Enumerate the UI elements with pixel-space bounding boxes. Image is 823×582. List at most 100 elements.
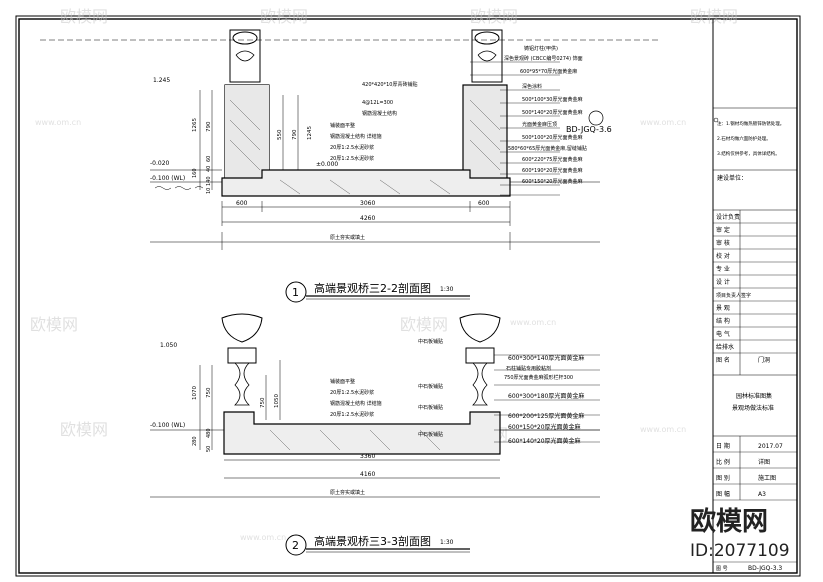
title-note: 3.结构仅供参考，具体详结构。: [717, 150, 780, 157]
dim-text: 790: [292, 129, 298, 140]
level-label: 1.050: [160, 342, 177, 349]
row-label: 审 核: [716, 239, 730, 247]
date-value: 2017.07: [758, 443, 783, 450]
note: 600*150*20厚光面黄金麻: [508, 423, 581, 431]
note: 500*100*30厚光面黄金麻: [522, 96, 582, 103]
dim-text: 3060: [360, 200, 375, 207]
watermark: 欧模网: [60, 420, 108, 439]
deck-slab: [223, 411, 501, 455]
brand-logo: 欧模网: [690, 506, 768, 537]
dim-text: 140: [206, 176, 212, 186]
inner-frame: [18, 18, 798, 574]
watermark: 欧模网: [470, 7, 518, 26]
section-bubble: [285, 534, 307, 556]
note: 600*150*20厚光面黄金麻: [522, 178, 582, 185]
left-baluster: [234, 362, 250, 406]
watermark-site: www.om.cn: [240, 533, 286, 542]
dim-text: 50: [206, 446, 212, 452]
section-bubble: [285, 281, 307, 303]
dim-text: 480: [206, 428, 212, 438]
row-label: 专 业: [716, 265, 730, 273]
row-value: 门洞: [758, 356, 770, 364]
project-name: 园林标准图集: [736, 392, 772, 400]
title-note: 2.石材均做六面防护处理。: [717, 135, 771, 142]
note: 光面黄金麻压顶: [522, 121, 557, 128]
watermark: 欧模网: [30, 315, 78, 334]
project-sub: 景观场做法标准: [732, 404, 774, 412]
client-label: 建设单位：: [717, 174, 747, 182]
level-label: -0.020: [150, 160, 170, 167]
row-label: 设 计: [716, 278, 730, 286]
dim-text: 550: [277, 129, 283, 140]
leader-lines: [470, 61, 560, 196]
note: 中石板铺贴: [418, 431, 443, 438]
watermark-layer: 欧模网 欧模网 欧模网 欧模网 www.om.cn www.om.cn 欧模网 …: [30, 7, 738, 542]
level-label: 1.245: [153, 77, 170, 84]
right-ornament: [477, 50, 497, 62]
dim-text: 1070: [192, 386, 198, 400]
size-label: 图 幅: [716, 490, 730, 498]
note: 石柱铺贴专用胶粘剂: [506, 365, 551, 372]
watermark: 欧模网: [690, 7, 738, 26]
right-urn: [459, 313, 501, 343]
note: 4@12L=300: [362, 100, 393, 106]
title-block: [712, 19, 797, 573]
stage-value: 施工图: [758, 474, 776, 482]
section-scale: 1:30: [440, 539, 454, 546]
title-note: 注：1.钢材均做热镀锌防锈处理。: [717, 120, 784, 127]
drawing-no: BD-JGQ-3.3: [748, 565, 782, 572]
scale-value: 详图: [758, 458, 770, 466]
note: 600*220*75厚光面黄金麻: [522, 156, 582, 163]
right-lamp-head: [474, 31, 500, 45]
dim-text: 750: [260, 397, 266, 408]
water-symbol: [154, 186, 204, 190]
section-number: 1: [292, 286, 299, 299]
dim-text: 600: [236, 200, 248, 207]
watermark-site: www.om.cn: [35, 118, 81, 127]
note: 20厚1:2.5水泥砂浆: [330, 389, 374, 396]
dim-text: 3360: [360, 453, 375, 460]
note: 500*140*20厚光面黄金麻: [522, 109, 582, 116]
dim-text: 1050: [274, 394, 280, 408]
row-label: 审 定: [716, 226, 730, 234]
size-value: A3: [758, 491, 766, 498]
watermark-site: www.om.cn: [640, 118, 686, 127]
dim-text: 600: [478, 200, 490, 207]
note: 铺装面平整: [330, 122, 355, 129]
brand-id: ID:2077109: [690, 541, 790, 561]
base-label: 原土夯实或填土: [330, 489, 365, 496]
row-label: 结 构: [716, 317, 730, 325]
brand-mark: 欧模网 ID:2077109: [690, 506, 790, 561]
hatch: [269, 429, 441, 451]
watermark: 欧模网: [260, 7, 308, 26]
hatch: [229, 99, 501, 195]
left-ornament: [235, 50, 255, 62]
section-title: 高端景观桥三2-2剖面图: [314, 281, 431, 295]
right-baluster: [472, 362, 488, 406]
note: 钢筋混凝土结构 详结施: [330, 133, 382, 140]
dim-text: 790: [206, 121, 212, 132]
note: 钢筋混凝土结构: [362, 110, 397, 117]
section-2-2-text: 1.245 -0.020 -0.100 (WL) ±0.000 600 3060…: [150, 45, 612, 299]
sheet-frame: [15, 15, 801, 577]
note: 750厚光面黄金麻弧形栏杆300: [504, 374, 573, 381]
note: 钢筋混凝土结构 详结施: [330, 400, 382, 407]
watermark: 欧模网: [400, 315, 448, 334]
note: 20厚1:2.5水泥砂浆: [330, 155, 374, 162]
stage-label: 图 别: [716, 474, 730, 482]
watermark: 欧模网: [60, 7, 108, 26]
note: 深色景观砖 (CBCC编号0274) 饰面: [504, 55, 583, 62]
section-title: 高端景观桥三3-3剖面图: [314, 534, 431, 548]
note: 深色涂料: [522, 83, 542, 90]
ref-tag: BD-JGQ-3.6: [566, 125, 612, 134]
dim-text: 4260: [360, 215, 375, 222]
row-label: 项目负责人签字: [716, 292, 751, 299]
section-2-2: [40, 29, 660, 303]
dim-text: 10: [206, 188, 212, 194]
level-label: ±0.000: [316, 161, 338, 168]
dim-text: 160: [192, 168, 198, 178]
dim-text: 1265: [192, 118, 198, 132]
note: 420*420*10厚青砖铺贴: [362, 81, 417, 88]
watermark-site: www.om.cn: [510, 318, 556, 327]
